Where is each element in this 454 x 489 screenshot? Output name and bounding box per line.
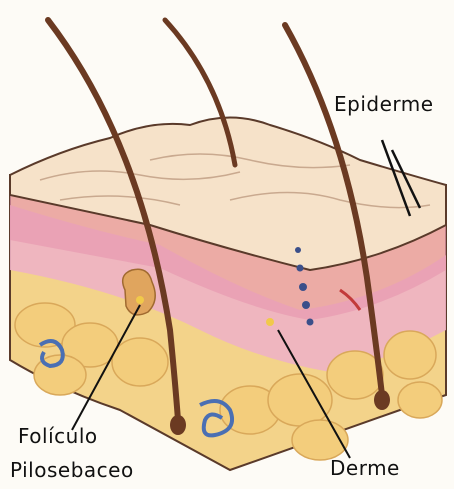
dermis-label: Derme [330, 456, 400, 480]
follicle-label-line2: Pilosebaceo [10, 458, 134, 482]
epidermis-label: Epiderme [334, 92, 434, 116]
follicle-point [136, 296, 144, 304]
follicle-label-line1: Folículo [18, 424, 98, 448]
dermis-point [266, 318, 274, 326]
